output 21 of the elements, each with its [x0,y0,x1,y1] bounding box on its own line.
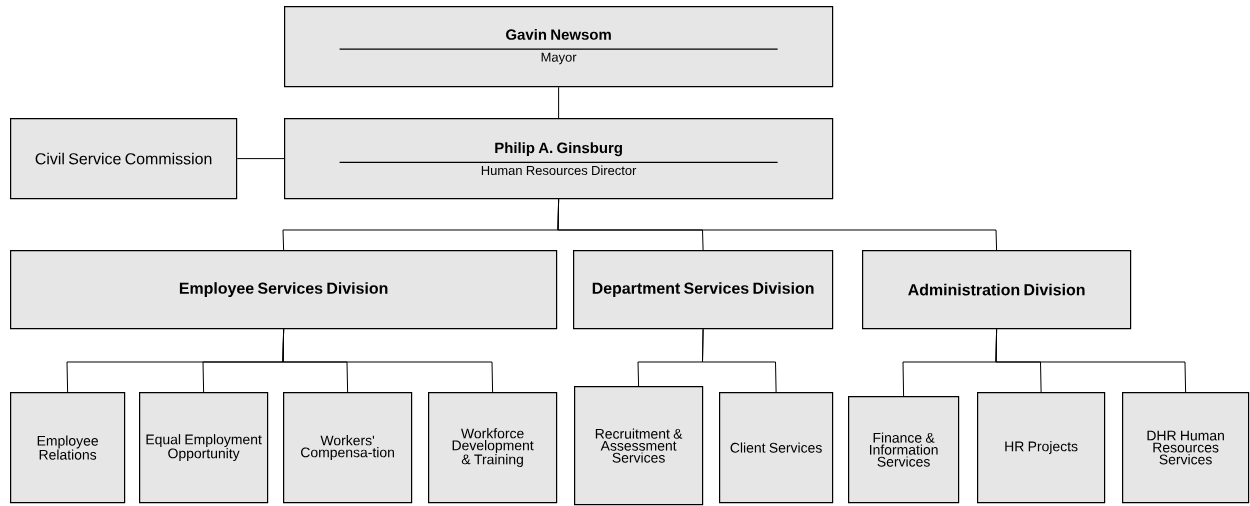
division-box: Department Services Division [573,250,834,330]
unit-box: Equal Employment Opportunity [139,392,269,504]
connector-line [236,158,285,160]
unit-box: Employee Relations [10,392,126,504]
connector-line [995,328,1187,393]
connector-line [557,198,998,251]
division-box: Employee Services Division [10,250,558,330]
unit-box: Recruitment & Assessment Services [574,386,704,506]
connector-line [558,86,560,119]
person-box: Gavin Newsom Mayor [284,6,834,88]
connector-line [702,328,777,393]
unit-box: Workers' Compensa-tion [283,392,413,504]
unit-box: DHR Human Resources Services [1122,392,1250,504]
unit-box: HR Projects [977,392,1106,504]
unit-box: Workforce Development & Training [428,392,558,504]
commission-box: Civil Service Commission [10,118,238,200]
unit-box: Finance & Information Services [848,396,960,504]
person-box: Philip A. Ginsburg Human Resources Director [284,118,834,200]
connector-line [282,328,494,393]
division-box: Administration Division [862,250,1132,330]
unit-box: Client Services [719,392,834,504]
